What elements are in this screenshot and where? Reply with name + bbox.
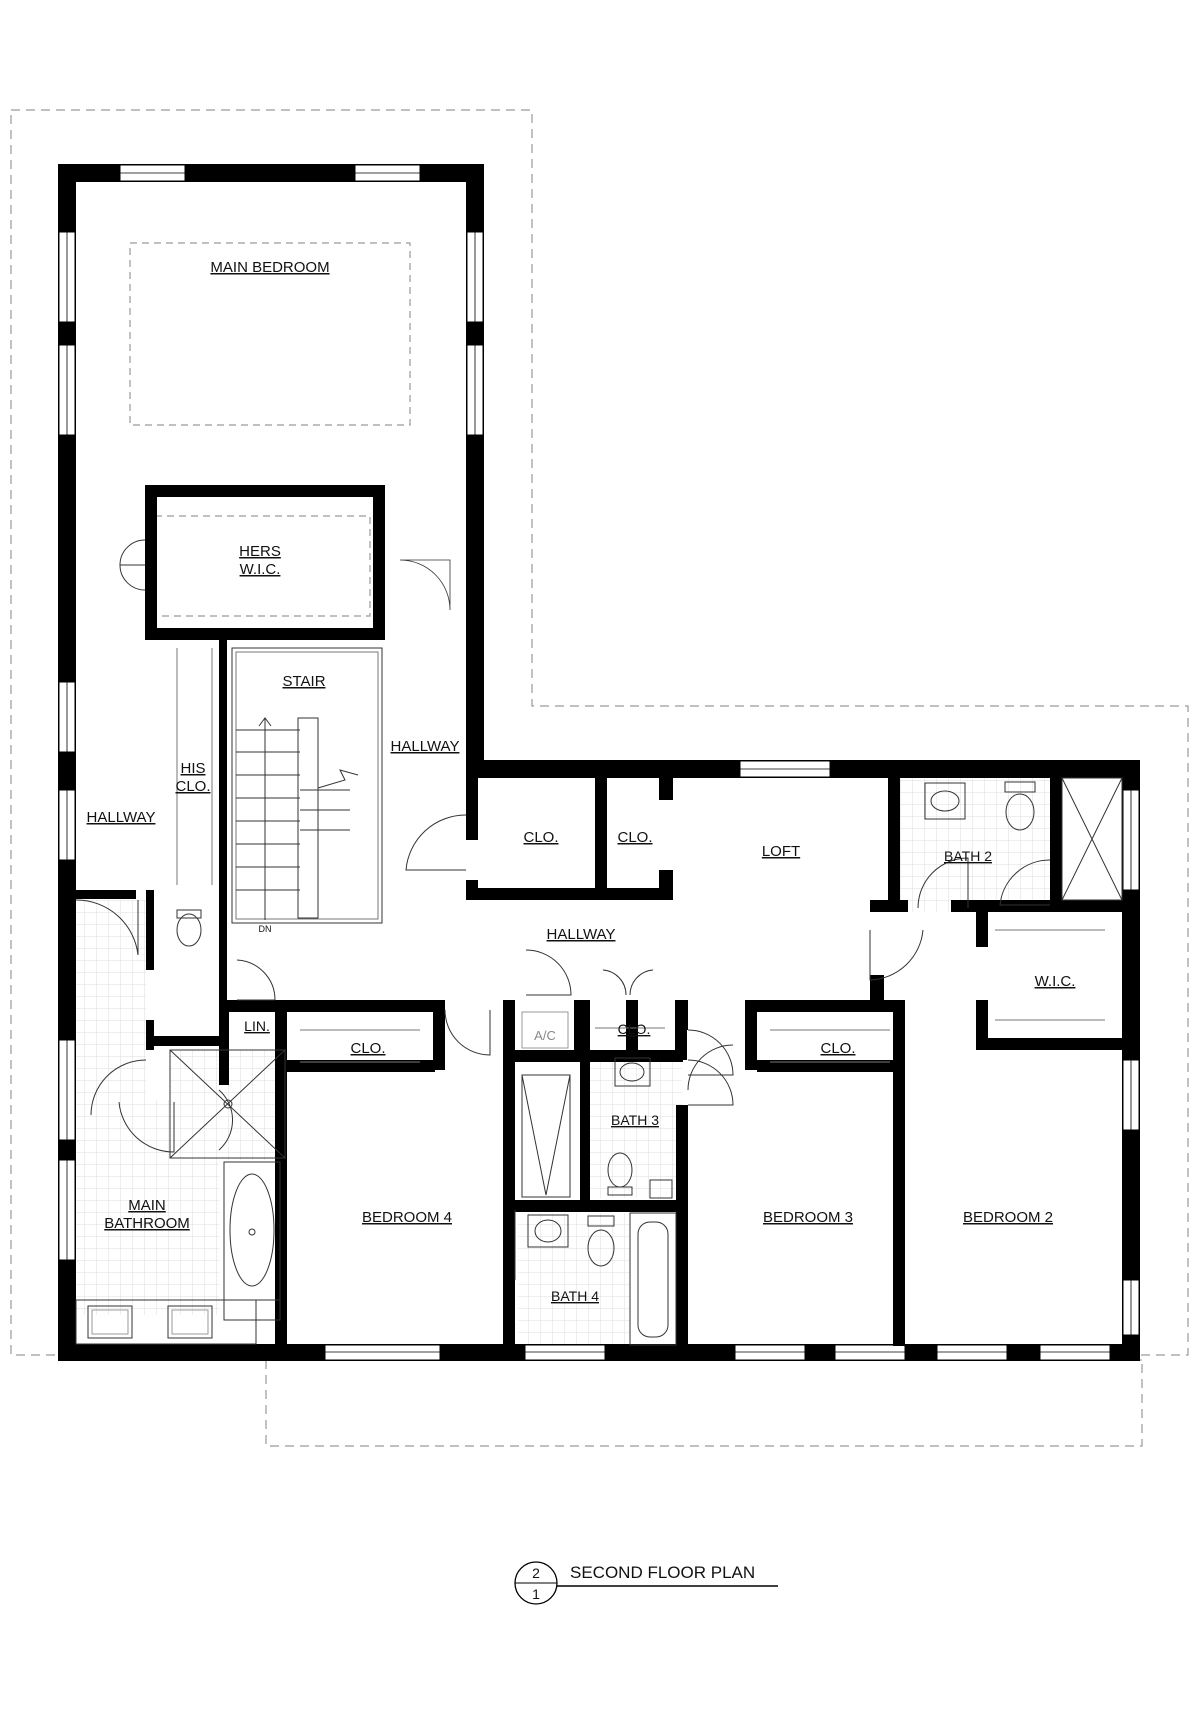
drawing-title-block: 2 1 SECOND FLOOR PLAN <box>514 1561 778 1605</box>
windows <box>58 164 1140 1361</box>
label-lin: LIN. <box>244 1018 270 1034</box>
bath3-fixtures <box>521 1057 673 1199</box>
closet-lines <box>176 648 1105 1063</box>
stair <box>231 647 383 924</box>
main-vanities <box>75 1299 257 1345</box>
label-hers-wic-1: HERS <box>239 543 281 560</box>
label-clo-bed3: CLO. <box>820 1040 855 1057</box>
label-bedroom4: BEDROOM 4 <box>362 1209 452 1226</box>
label-main-bath-2: BATHROOM <box>104 1215 190 1232</box>
doors <box>75 539 1051 1280</box>
label-hers-wic-2: W.I.C. <box>240 561 281 578</box>
main-shower <box>169 1049 286 1159</box>
label-clo-b: CLO. <box>617 829 652 846</box>
ac-closet <box>521 1011 569 1049</box>
label-ac: A/C <box>534 1028 556 1043</box>
label-bath3: BATH 3 <box>611 1112 659 1128</box>
interior-walls <box>76 485 1126 1346</box>
label-loft: LOFT <box>762 843 800 860</box>
label-bedroom3: BEDROOM 3 <box>763 1209 853 1226</box>
label-stair: STAIR <box>282 673 325 690</box>
bath4-fixtures <box>527 1212 677 1346</box>
bath2-fixtures <box>924 777 1123 901</box>
label-hallway-center: HALLWAY <box>547 926 616 943</box>
label-bedroom2: BEDROOM 2 <box>963 1209 1053 1226</box>
page-number: 1 <box>532 1586 540 1602</box>
label-clo-mid: CLO. <box>618 1021 651 1037</box>
label-wic: W.I.C. <box>1035 973 1076 990</box>
roof-outline <box>10 109 1189 1447</box>
label-his-clo-2: CLO. <box>175 778 210 795</box>
label-bath4: BATH 4 <box>551 1288 599 1304</box>
label-main-bath-1: MAIN <box>128 1197 166 1214</box>
label-bath2: BATH 2 <box>944 848 992 864</box>
main-toilet <box>176 909 202 947</box>
label-clo-bed4: CLO. <box>350 1040 385 1057</box>
label-stair-dn: DN <box>259 924 272 934</box>
sheet-number: 2 <box>532 1565 540 1581</box>
label-clo-a: CLO. <box>523 829 558 846</box>
label-hallway-left: HALLWAY <box>87 809 156 826</box>
label-his-clo-1: HIS <box>180 760 205 777</box>
label-hallway-upper: HALLWAY <box>391 738 460 755</box>
main-tub <box>223 1161 281 1321</box>
drawing-title: SECOND FLOOR PLAN <box>570 1563 755 1582</box>
room-labels: MAIN BEDROOM HERS W.I.C. STAIR HALLWAY H… <box>87 259 1076 1304</box>
label-main-bedroom: MAIN BEDROOM <box>210 259 329 276</box>
